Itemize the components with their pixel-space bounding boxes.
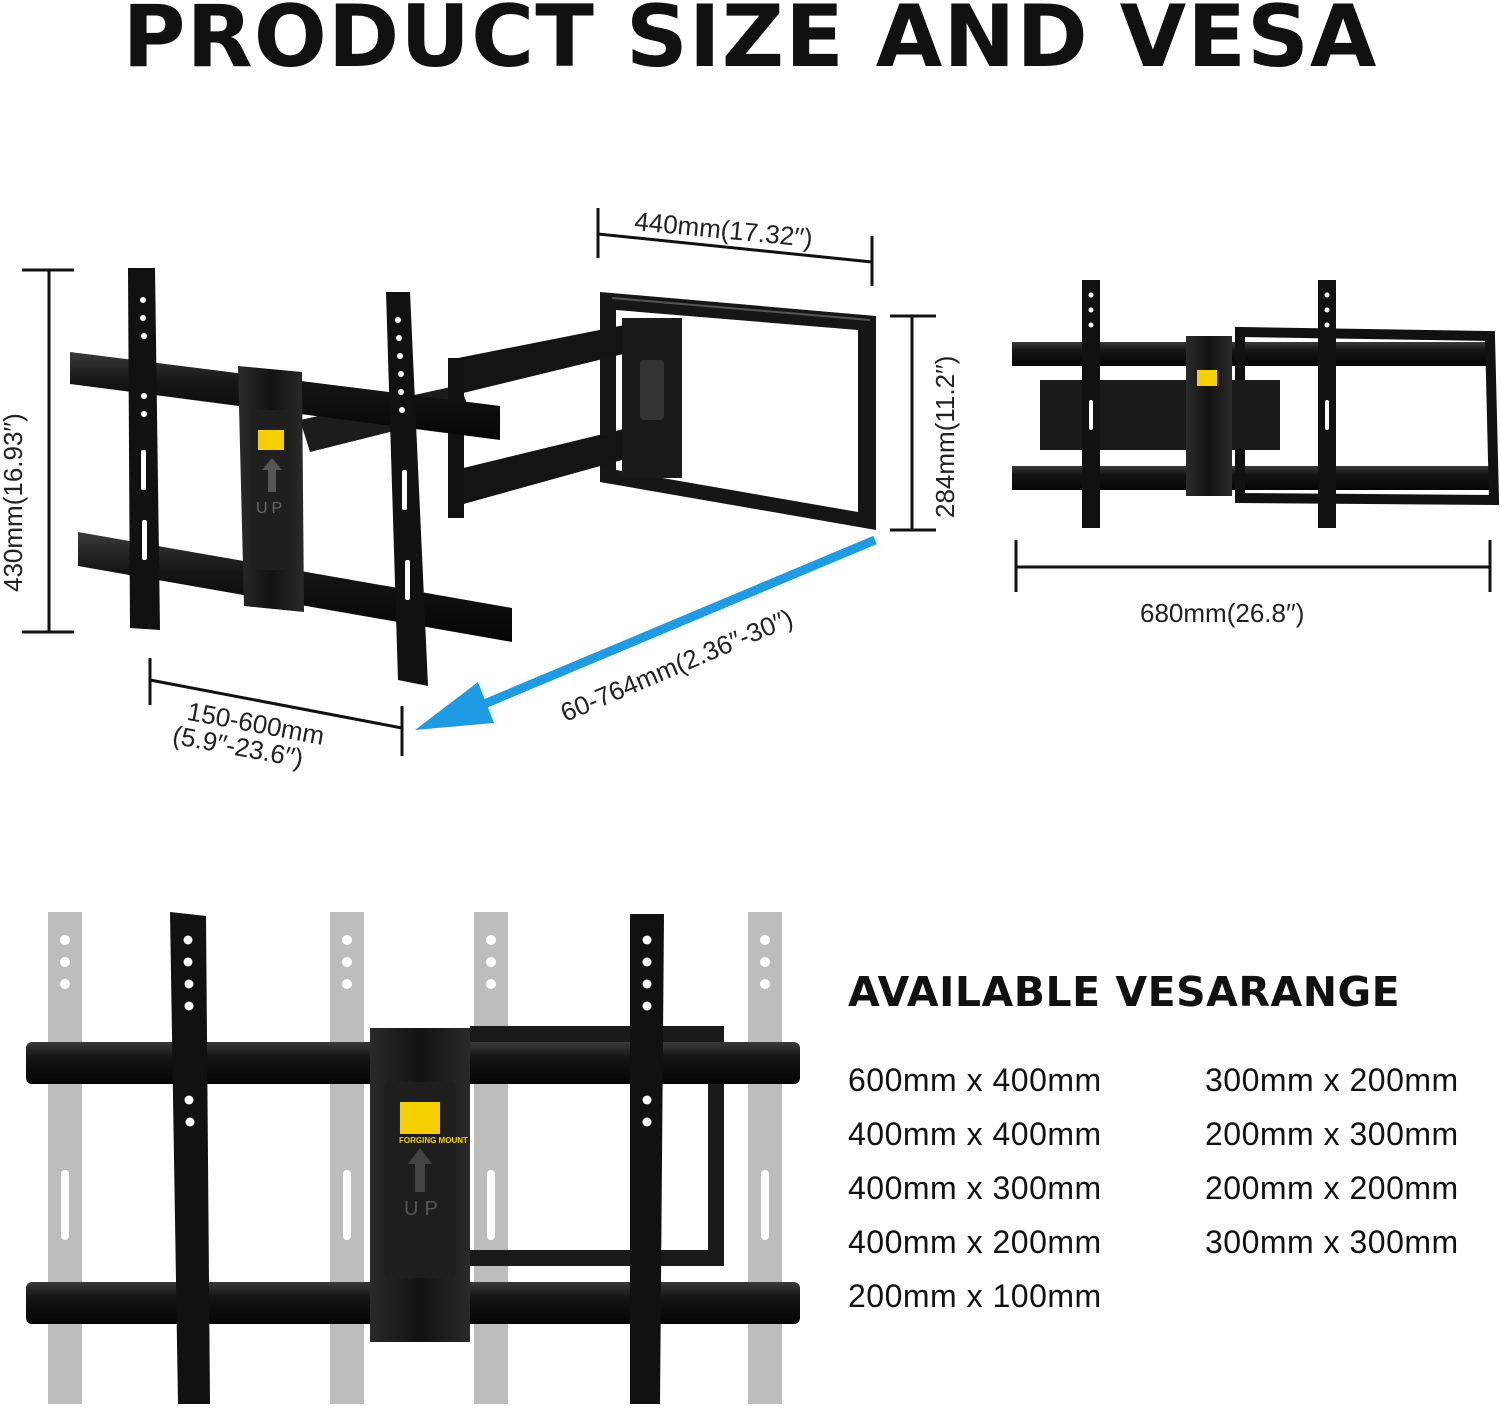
vesa-size: 200mm x 300mm bbox=[1205, 1116, 1459, 1152]
vesa-diagram bbox=[26, 912, 800, 1404]
vesa-size: 300mm x 200mm bbox=[1205, 1062, 1459, 1098]
vesa-size: 300mm x 300mm bbox=[1205, 1224, 1459, 1260]
vesa-size: 400mm x 400mm bbox=[848, 1116, 1102, 1152]
dim-total-height: 430mm(16.93′′) bbox=[0, 413, 28, 592]
vesa-heading: AVAILABLE VESARANGE bbox=[848, 968, 1401, 1016]
vesa-size: 200mm x 200mm bbox=[1205, 1170, 1459, 1206]
dim-folded-width: 680mm(26.8′′) bbox=[1140, 598, 1305, 628]
up-label: UP bbox=[404, 1198, 444, 1220]
up-label-small: UP bbox=[256, 500, 287, 517]
dim-arm-height: 284mm(11.2′′) bbox=[930, 355, 960, 518]
page-title: PRODUCT SIZE AND VESA bbox=[122, 0, 1378, 87]
mount-perspective-view bbox=[70, 268, 876, 686]
vesa-size: 600mm x 400mm bbox=[848, 1062, 1102, 1098]
vesa-size: 400mm x 200mm bbox=[848, 1224, 1102, 1260]
extension-arrow bbox=[415, 535, 877, 730]
vesa-size-list: 600mm x 400mm 300mm x 200mm 400mm x 400m… bbox=[848, 1062, 1500, 1315]
vesa-size: 200mm x 100mm bbox=[848, 1278, 1102, 1314]
brand-label: FORGING MOUNT bbox=[399, 1136, 468, 1145]
vesa-size: 400mm x 300mm bbox=[848, 1170, 1102, 1206]
dimension-lines bbox=[22, 208, 1492, 756]
mount-folded-view bbox=[1012, 280, 1500, 528]
